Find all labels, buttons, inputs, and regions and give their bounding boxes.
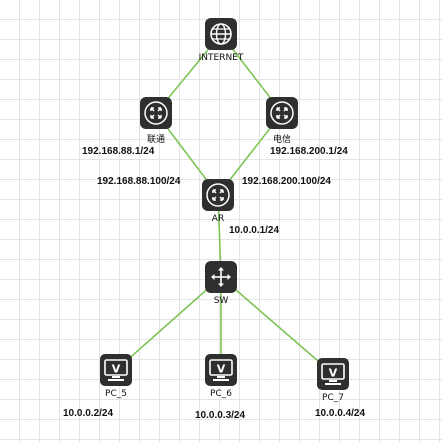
pc5-label: PC_5	[105, 389, 127, 399]
pc7-label: PC_7	[322, 393, 344, 403]
pc-icon: V	[204, 353, 238, 387]
router-icon	[201, 178, 235, 212]
ar-telecom-ip-label: 192.168.200.100/24	[242, 176, 331, 187]
pc7-ip-label: 10.0.0.4/24	[315, 408, 366, 419]
ar-unicom-ip-label: 192.168.88.100/24	[97, 176, 181, 187]
router-icon	[139, 96, 173, 130]
pc6-ip-label: 10.0.0.3/24	[195, 410, 246, 421]
router-icon	[265, 96, 299, 130]
unicom-ip-label: 192.168.88.1/24	[82, 146, 155, 157]
link-sw-pc7	[220, 276, 334, 375]
telecom-label: 电信	[272, 135, 292, 145]
telecom-ip-label: 192.168.200.1/24	[270, 146, 348, 157]
link-sw-pc5	[115, 276, 222, 371]
internet-label: INTERNET	[198, 53, 244, 63]
pc-icon: V	[99, 353, 133, 387]
globe-icon	[204, 17, 238, 51]
pc-icon: V	[316, 357, 350, 391]
ar-lan-ip-label: 10.0.0.1/24	[229, 225, 280, 236]
sw-label: SW	[213, 296, 229, 306]
pc6-label: PC_6	[210, 389, 232, 399]
svg-text:V: V	[217, 363, 226, 376]
unicom-label: 联通	[146, 135, 166, 145]
ar-label: AR	[211, 214, 225, 224]
svg-text:V: V	[112, 363, 121, 376]
switch-icon	[204, 260, 238, 294]
svg-text:V: V	[329, 367, 338, 380]
pc5-ip-label: 10.0.0.2/24	[63, 408, 114, 419]
